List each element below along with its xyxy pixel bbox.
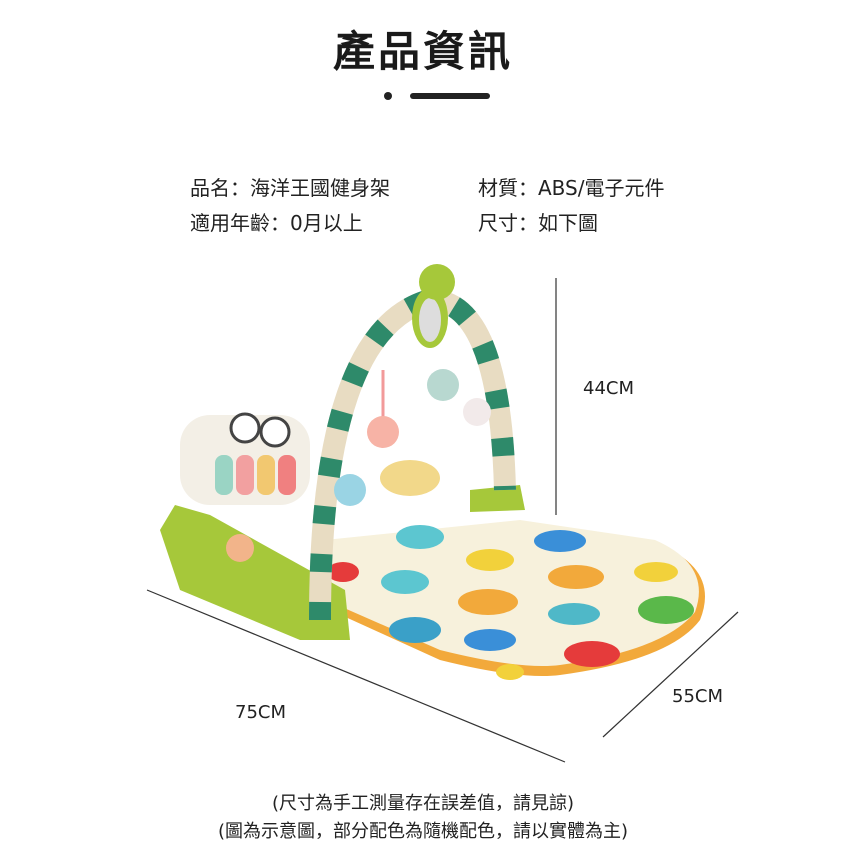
elephant-toy xyxy=(334,474,366,506)
piano-eye xyxy=(259,416,291,448)
length-dimension-line xyxy=(146,589,566,763)
rattle-toy xyxy=(226,534,254,562)
spec-label: 品名： xyxy=(190,176,250,200)
seal-toy xyxy=(427,369,459,401)
measurement-note: (尺寸為手工測量存在誤差值，請見諒) xyxy=(271,793,575,814)
piano-key xyxy=(236,455,254,495)
height-label: 44CM xyxy=(583,378,635,399)
fish-pattern xyxy=(327,525,694,680)
spec-value: 如下圖 xyxy=(538,211,598,235)
fish-toy xyxy=(463,398,491,426)
mirror xyxy=(419,298,441,342)
spec-label: 材質： xyxy=(478,176,538,200)
spec-value: 海洋王國健身架 xyxy=(250,176,390,200)
spec-label: 尺寸： xyxy=(478,211,538,235)
spec-name: 品名：海洋王國健身架 xyxy=(190,172,390,201)
piano-eye xyxy=(229,412,261,444)
frame-base xyxy=(160,505,350,640)
octopus-toy xyxy=(367,416,399,448)
spec-value: 0月以上 xyxy=(290,211,363,235)
color-note: (圖為示意圖，部分配色為隨機配色，請以實體為主) xyxy=(217,821,629,842)
spec-material: 材質：ABS/電子元件 xyxy=(478,172,664,201)
spec-size: 尺寸：如下圖 xyxy=(478,207,598,236)
spec-label: 適用年齡： xyxy=(190,211,290,235)
title-divider-dot xyxy=(384,92,392,100)
arch-top-ornament xyxy=(419,264,455,300)
spec-value: ABS/電子元件 xyxy=(538,176,665,200)
spec-age: 適用年齡：0月以上 xyxy=(190,207,363,236)
egg-toy xyxy=(380,460,440,496)
piano-key xyxy=(215,455,233,495)
width-dimension-line xyxy=(602,611,739,738)
frame-base-right xyxy=(470,485,525,512)
piano-key xyxy=(278,455,296,495)
piano-key xyxy=(257,455,275,495)
title-divider-bar xyxy=(410,93,490,99)
width-label: 55CM xyxy=(672,686,724,707)
length-label: 75CM xyxy=(235,702,287,723)
page-title: 產品資訊 xyxy=(332,27,513,76)
